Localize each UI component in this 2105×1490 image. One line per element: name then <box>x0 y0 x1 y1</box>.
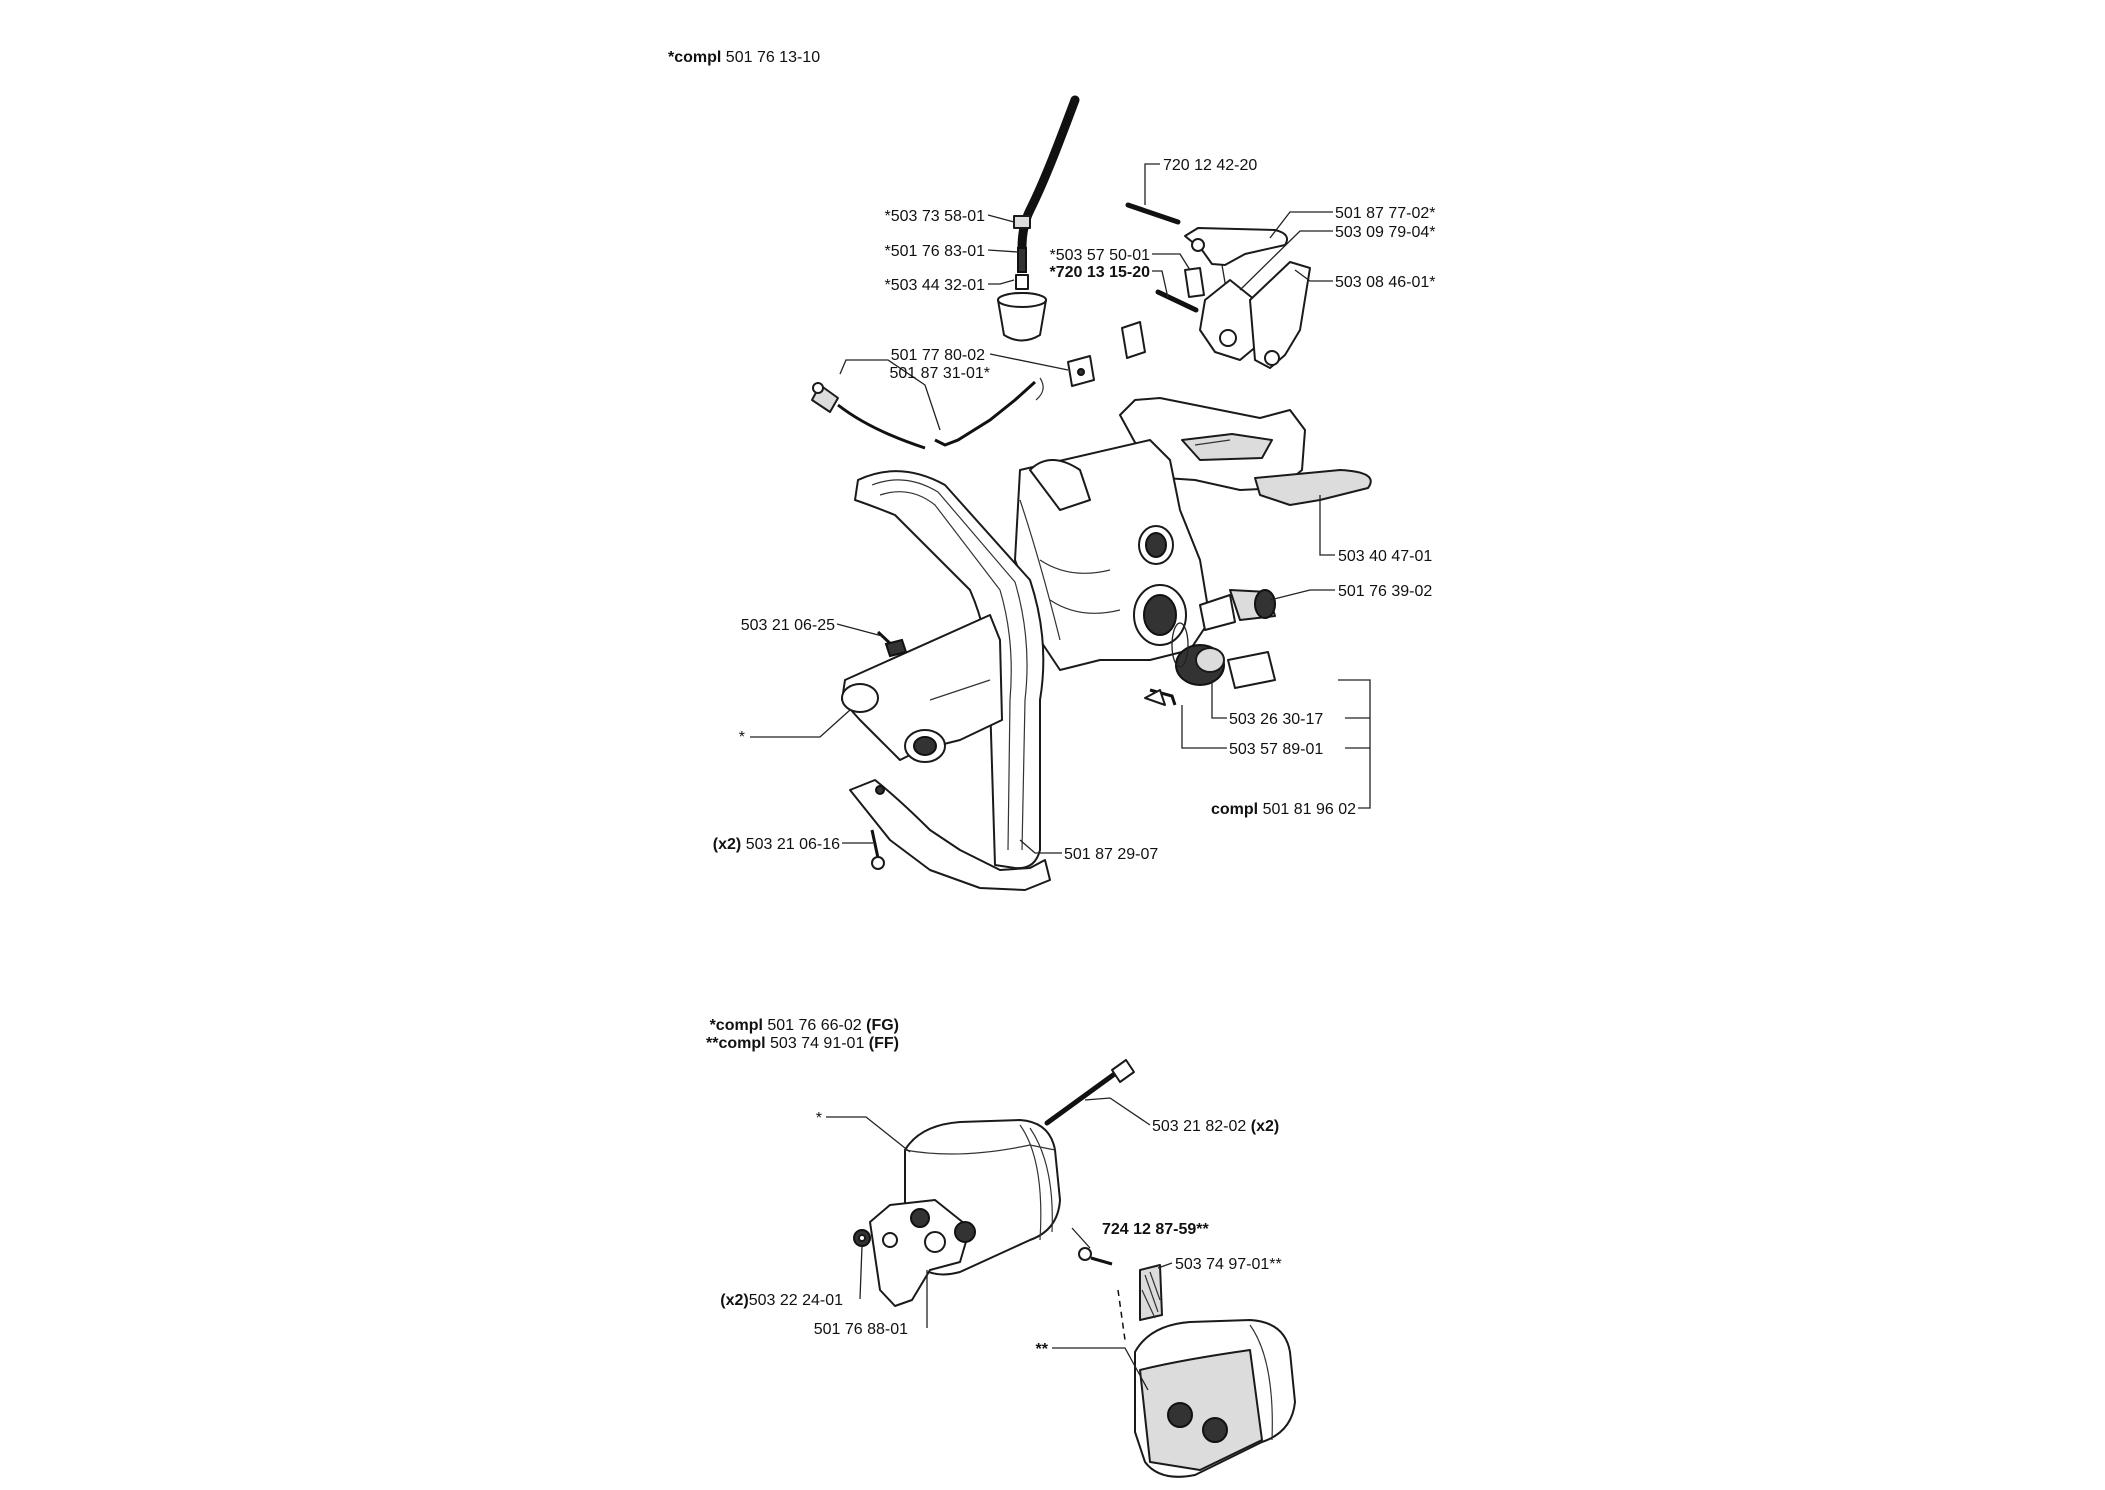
bottom-compl-fg-label: *compl 501 76 66-02 (FG) <box>710 1017 899 1034</box>
top-compl-label: *compl 501 76 13-10 <box>668 49 820 66</box>
callout-724-12-87-59: 724 12 87-59** <box>1102 1221 1210 1238</box>
top-leader-lines <box>750 163 1371 854</box>
callout-503-44-32-01: *503 44 32-01 <box>884 277 985 294</box>
callout-star-bracket: * <box>739 729 745 746</box>
callout-501-76-83-01: *501 76 83-01 <box>884 243 985 260</box>
choke-rod-illustration <box>934 377 1044 447</box>
muffler-bolt-illustration <box>1044 1059 1135 1126</box>
front-handle-illustration <box>854 470 1045 870</box>
callout-503-09-79-04: 503 09 79-04* <box>1335 224 1436 241</box>
spark-screen-illustration <box>1117 1264 1163 1341</box>
callout-501-87-29-07: 501 87 29-07 <box>1064 846 1158 863</box>
callout-double-star-muffler: ** <box>1036 1341 1049 1358</box>
callout-star-muffler: * <box>816 1110 822 1127</box>
callout-503-26-30-17: 503 26 30-17 <box>1229 711 1323 728</box>
throttle-lockout-illustration <box>1155 267 1259 361</box>
callout-720-13-15-20: *720 13 15-20 <box>1049 264 1150 281</box>
screw-503-21-06-16 <box>870 829 885 870</box>
fuel-hose-illustration <box>1013 95 1080 273</box>
callout-503-40-47-01: 503 40 47-01 <box>1338 548 1432 565</box>
callout-503-21-82-02: 503 21 82-02 (x2) <box>1152 1118 1279 1135</box>
tank-housing-illustration <box>1014 439 1211 671</box>
throttle-cover-illustration <box>1249 261 1311 369</box>
tank-cap-illustration <box>1175 589 1276 689</box>
callout-720-12-42-20: 720 12 42-20 <box>1163 157 1257 174</box>
callout-503-57-89-01: 503 57 89-01 <box>1229 741 1323 758</box>
bottom-leader-lines <box>826 1097 1173 1391</box>
callout-501-87-77-02: 501 87 77-02* <box>1335 205 1436 222</box>
chain-brake-bracket-illustration <box>841 614 1003 763</box>
throttle-trigger-illustration <box>1125 202 1288 301</box>
callout-501-76-88-01: 501 76 88-01 <box>814 1321 908 1338</box>
callout-503-21-06-16: (x2) 503 21 06-16 <box>713 836 840 853</box>
fuel-filter-illustration <box>997 274 1047 342</box>
clips-illustration <box>1067 321 1146 387</box>
nut-503-22-24-01 <box>853 1229 871 1247</box>
callout-503-73-58-01: *503 73 58-01 <box>884 208 985 225</box>
callout-503-08-46-01: 503 08 46-01* <box>1335 274 1436 291</box>
tank-cap-ring-illustration <box>1144 622 1189 706</box>
choke-cable-illustration <box>811 382 926 450</box>
callout-compl-501-81-96-02: compl 501 81 96 02 <box>1211 801 1356 818</box>
muffler-plate-illustration <box>869 1199 976 1307</box>
bottom-compl-ff-label: **compl 503 74 91-01 (FF) <box>706 1035 899 1052</box>
screw-503-21-06-25 <box>876 630 908 658</box>
callout-501-87-31-01: 501 87 31-01* <box>889 365 990 382</box>
callout-503-21-06-25: 503 21 06-25 <box>741 617 835 634</box>
callout-503-22-24-01: (x2)503 22 24-01 <box>720 1292 843 1309</box>
lower-handlebar-illustration <box>849 779 1051 891</box>
screw-724-12-87-59 <box>1078 1247 1113 1266</box>
callout-501-76-39-02: 501 76 39-02 <box>1338 583 1432 600</box>
callout-503-57-50-01: *503 57 50-01 <box>1049 247 1150 264</box>
callout-501-77-80-02: 501 77 80-02 <box>891 347 985 364</box>
muffler-ff-illustration <box>1134 1319 1296 1478</box>
callout-503-74-97-01: 503 74 97-01** <box>1175 1256 1282 1273</box>
